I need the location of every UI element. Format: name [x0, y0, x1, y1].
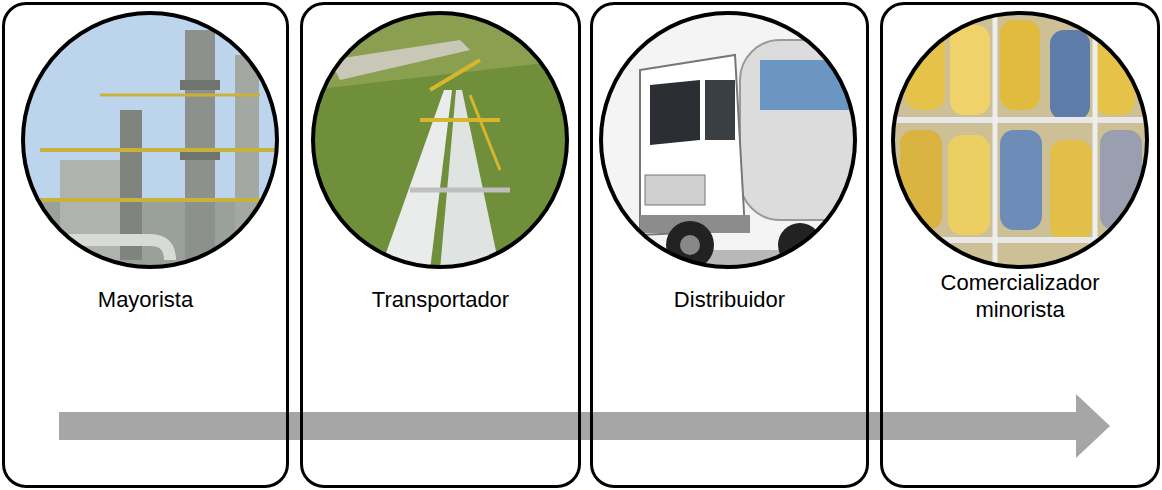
stage-label-wrap: Comercializador minorista	[883, 269, 1157, 324]
stage-label: Mayorista	[98, 286, 193, 314]
flow-arrow	[59, 394, 1110, 458]
stage-box: Distribuidor	[590, 2, 869, 488]
photo-frame	[23, 13, 277, 267]
pipeline-photo	[310, 10, 570, 270]
photo-frame	[601, 13, 855, 267]
truck-photo	[600, 10, 880, 270]
stage-label-wrap: Transportador	[303, 286, 578, 314]
stage-label-wrap: Distribuidor	[593, 286, 866, 314]
stage-label: Transportador	[372, 286, 509, 314]
gas-cylinders-photo	[890, 10, 1150, 270]
stage-label: Comercializador minorista	[920, 269, 1120, 324]
refinery-photo	[20, 10, 280, 270]
stage-label-wrap: Mayorista	[5, 286, 286, 314]
photo-frame	[313, 13, 567, 267]
photo-frame	[893, 13, 1147, 267]
stage-box: Mayorista	[2, 2, 289, 488]
stage-label: Distribuidor	[674, 286, 785, 314]
stage-box: Comercializador minorista	[880, 2, 1160, 488]
stage-box: Transportador	[300, 2, 581, 488]
